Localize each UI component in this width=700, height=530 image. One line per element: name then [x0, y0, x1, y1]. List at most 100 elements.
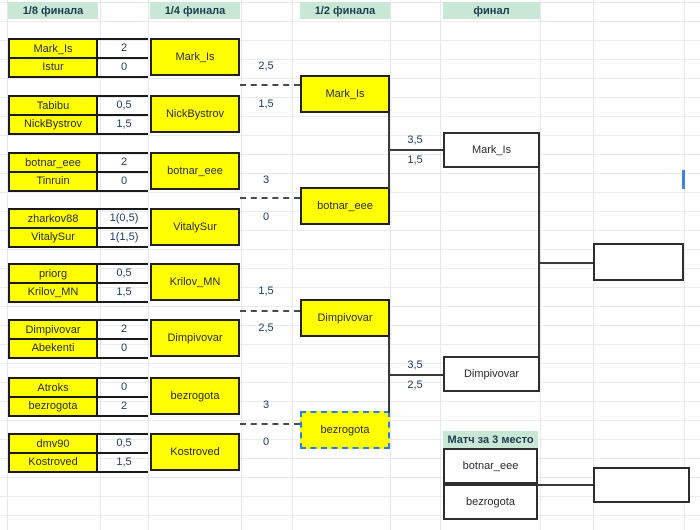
sf-score-cell[interactable]: 3,5: [407, 134, 423, 146]
champion-box[interactable]: [593, 243, 684, 281]
gridline: [7, 0, 8, 530]
header-third-place[interactable]: Матч за 3 место: [443, 431, 538, 448]
player-cell[interactable]: dmv90: [36, 437, 70, 450]
sf-box-2[interactable]: botnar_eee: [300, 187, 390, 225]
player-cell[interactable]: NickBystrov: [10, 114, 96, 131]
sf-connector: [388, 374, 445, 376]
third-place-box-1[interactable]: botnar_eee: [443, 448, 538, 484]
score-cell[interactable]: 2: [120, 323, 128, 335]
bracket-line: [96, 57, 148, 59]
qf-box-7[interactable]: bezrogota: [150, 377, 240, 415]
player-cell[interactable]: Kostroved: [10, 452, 96, 469]
bracket-line: [96, 133, 148, 135]
score-cell[interactable]: 1,5: [116, 118, 132, 130]
sf-score-cell[interactable]: 2,5: [407, 379, 423, 391]
r16-names: Atroks bezrogota: [8, 377, 98, 417]
bracket-line: [96, 227, 148, 229]
bracket-line: [96, 433, 148, 435]
sf-score-cell[interactable]: 1,5: [407, 154, 423, 166]
player-cell[interactable]: Istur: [10, 57, 96, 74]
score-cell[interactable]: 0,5: [116, 99, 132, 111]
r16-names: zharkov88 VitalySur: [8, 208, 98, 248]
player-cell[interactable]: botnar_eee: [25, 156, 81, 169]
player-cell[interactable]: bezrogota: [10, 396, 96, 413]
sf-box-4-selected[interactable]: bezrogota: [300, 411, 390, 449]
score-cell[interactable]: 1,5: [116, 456, 132, 468]
score-cell[interactable]: 0: [120, 342, 128, 354]
bracket-line: [96, 114, 148, 116]
header-semi[interactable]: 1/2 финала: [300, 2, 390, 19]
third-place-winner-box[interactable]: [593, 467, 690, 503]
qf-box-5[interactable]: Krilov_MN: [150, 263, 240, 301]
header-final[interactable]: финал: [443, 2, 540, 19]
score-cell[interactable]: 1(1,5): [109, 231, 139, 243]
score-cell[interactable]: 1(0,5): [109, 212, 139, 224]
score-cell[interactable]: 0,5: [116, 437, 132, 449]
qf-box-1[interactable]: Mark_Is: [150, 38, 240, 76]
score-cell[interactable]: 0: [120, 175, 128, 187]
qf-connector-dashed: [240, 197, 300, 199]
bracket-line: [96, 471, 148, 473]
qf-box-6[interactable]: Dimpivovar: [150, 319, 240, 357]
bracket-line: [96, 152, 148, 154]
score-cell[interactable]: 2: [120, 42, 128, 54]
bracket-line: [96, 95, 148, 97]
player-cell[interactable]: Abekenti: [10, 338, 96, 355]
gridline: [148, 0, 149, 530]
qf-box-8[interactable]: Kostroved: [150, 433, 240, 471]
qf-score-cell[interactable]: 0: [262, 436, 270, 448]
header-round16[interactable]: 1/8 финала: [8, 2, 98, 19]
third-place-box-2[interactable]: bezrogota: [443, 484, 538, 520]
r16-names: Dimpivovar Abekenti: [8, 319, 98, 359]
player-cell[interactable]: Dimpivovar: [25, 323, 81, 336]
score-cell[interactable]: 1,5: [116, 286, 132, 298]
score-cell[interactable]: 2: [120, 156, 128, 168]
gridline: [540, 0, 541, 530]
r16-match-2: Tabibu NickBystrov 0,5 1,5: [8, 95, 148, 135]
gridline: [440, 0, 441, 530]
gridline: [292, 0, 293, 530]
final-connector: [538, 168, 540, 356]
qf-score-cell[interactable]: 3: [262, 174, 270, 186]
final-connector: [540, 262, 593, 264]
score-cell[interactable]: 2: [120, 400, 128, 412]
player-cell[interactable]: Tinruin: [10, 171, 96, 188]
player-cell[interactable]: Krilov_MN: [10, 282, 96, 299]
bracket-line: [96, 357, 148, 359]
qf-box-3[interactable]: botnar_eee: [150, 152, 240, 190]
qf-box-2[interactable]: NickBystrov: [150, 95, 240, 133]
bracket-line: [96, 377, 148, 379]
final-box-1[interactable]: Mark_Is: [443, 132, 540, 168]
qf-score-cell[interactable]: 0: [262, 211, 270, 223]
bracket-line: [96, 338, 148, 340]
sf-box-3[interactable]: Dimpivovar: [300, 299, 390, 337]
score-cell[interactable]: 0: [120, 381, 128, 393]
score-cell[interactable]: 0,5: [116, 267, 132, 279]
qf-score-cell[interactable]: 2,5: [258, 322, 274, 334]
player-cell[interactable]: priorg: [38, 267, 68, 280]
qf-score-cell[interactable]: 3: [262, 399, 270, 411]
player-cell[interactable]: Atroks: [37, 381, 69, 394]
player-cell[interactable]: Tabibu: [36, 99, 70, 112]
gridline: [241, 0, 242, 530]
qf-score-cell[interactable]: 1,5: [258, 285, 274, 297]
qf-score-cell[interactable]: 2,5: [258, 60, 274, 72]
qf-connector-dashed: [240, 423, 300, 425]
header-quarter[interactable]: 1/4 финала: [150, 2, 240, 19]
score-cell[interactable]: 0: [120, 61, 128, 73]
bracket-line: [96, 38, 148, 40]
player-cell[interactable]: Mark_Is: [33, 42, 73, 55]
player-cell[interactable]: zharkov88: [27, 212, 79, 225]
bracket-line: [96, 319, 148, 321]
final-box-2[interactable]: Dimpivovar: [443, 356, 540, 392]
r16-match-3: botnar_eee Tinruin 2 0: [8, 152, 148, 192]
player-cell[interactable]: VitalySur: [10, 227, 96, 244]
bracket-line: [96, 301, 148, 303]
sf-box-1[interactable]: Mark_Is: [300, 75, 390, 113]
third-place-connector: [538, 484, 593, 486]
qf-score-cell[interactable]: 1,5: [258, 98, 274, 110]
r16-names: Tabibu NickBystrov: [8, 95, 98, 135]
sf-score-cell[interactable]: 3,5: [407, 359, 423, 371]
qf-box-4[interactable]: VitalySur: [150, 208, 240, 246]
r16-names: dmv90 Kostroved: [8, 433, 98, 473]
